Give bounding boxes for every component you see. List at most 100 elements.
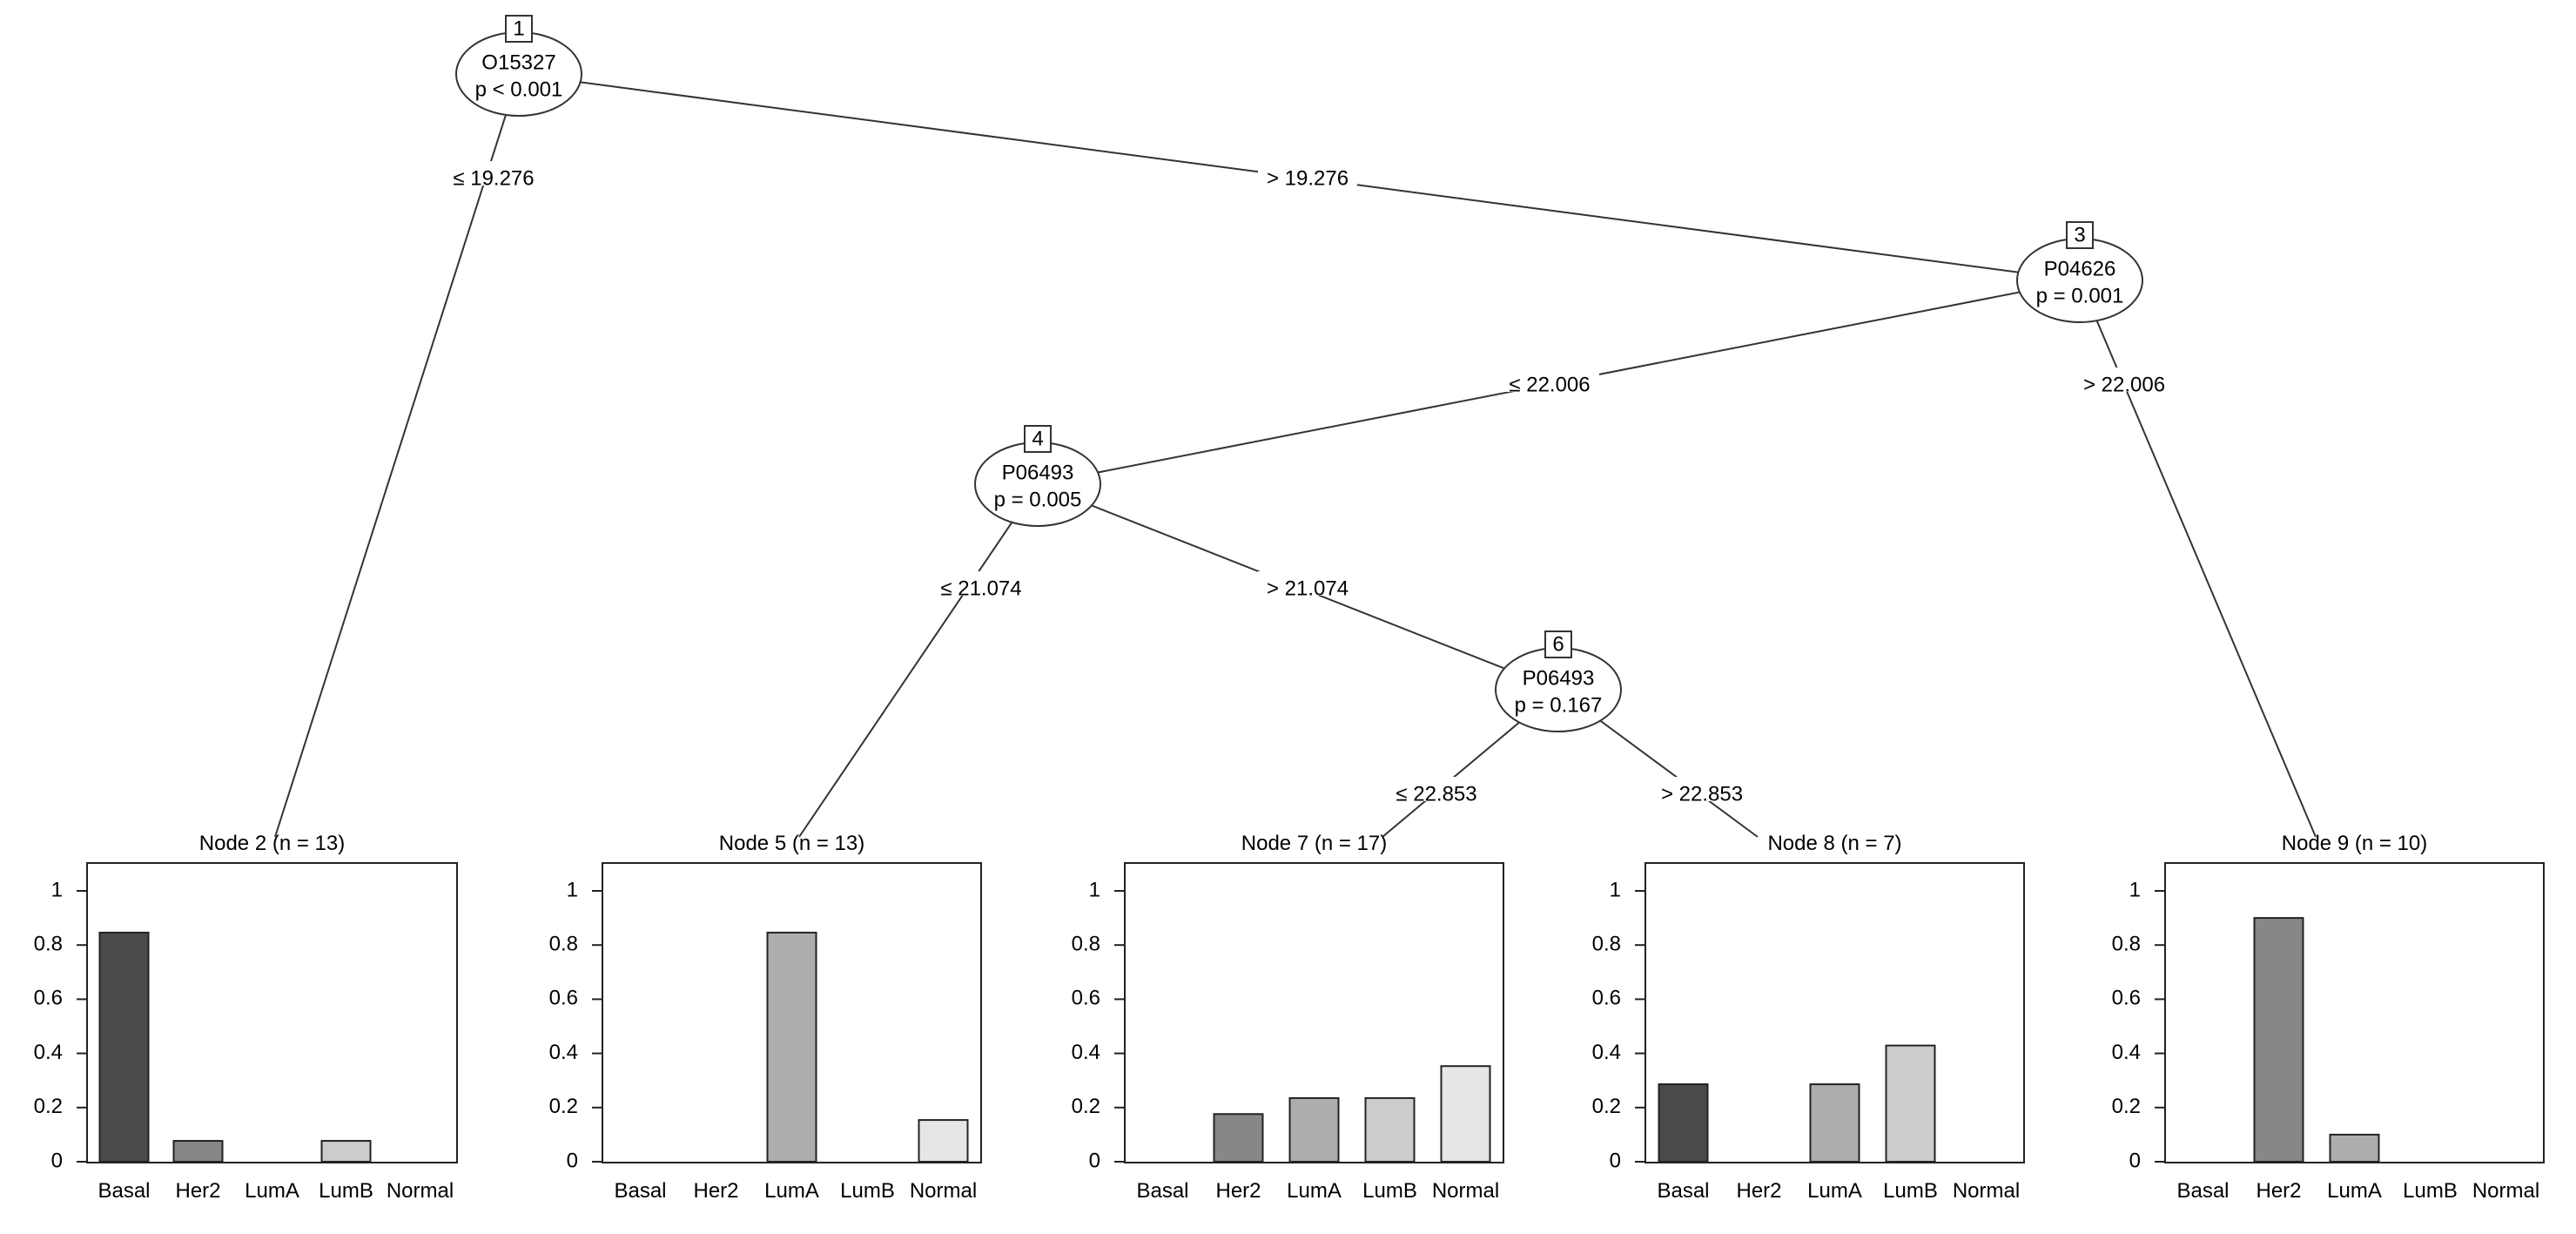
y-tick-label: 0.2 (34, 1095, 63, 1118)
edge-label-background (1258, 571, 1357, 596)
y-tick-label: 0.6 (34, 987, 63, 1010)
edge-label-background (1258, 161, 1357, 185)
y-tick-label: 0.8 (2112, 933, 2141, 956)
x-tick-label: LumA (245, 1179, 299, 1203)
plot-title: Node 5 (n = 13) (719, 832, 864, 855)
x-tick-label: LumB (840, 1179, 895, 1203)
x-tick-label: Her2 (175, 1179, 220, 1203)
y-tick-label: 0.2 (1072, 1095, 1100, 1118)
plot-title: Node 8 (n = 7) (1767, 832, 1901, 855)
edge-3-9 (2079, 280, 2317, 838)
x-tick-label: LumB (1362, 1179, 1417, 1203)
x-tick-label: LumA (2327, 1179, 2382, 1203)
plot-frame (1644, 862, 2025, 1163)
node-id: 6 (1552, 632, 1564, 656)
bar-normal (1440, 1065, 1491, 1163)
y-tick-label: 0.8 (1592, 933, 1621, 956)
y-tick-label: 0.6 (1592, 987, 1621, 1010)
y-tick-label: 1 (1610, 878, 1621, 901)
y-tick-label: 0.4 (2112, 1041, 2141, 1064)
bar-her2 (2253, 917, 2304, 1163)
x-tick-label: LumB (319, 1179, 373, 1203)
y-tick-label: 0.2 (2112, 1095, 2141, 1118)
x-tick-label: LumA (1807, 1179, 1862, 1203)
bar-her2 (1213, 1113, 1264, 1163)
edge-4-5 (798, 483, 1039, 838)
node-variable: P04626 (2044, 257, 2116, 280)
edge-label-4-6: > 21.074 (1267, 577, 1349, 600)
edge-label-3-9: > 22.006 (2083, 373, 2165, 396)
plot-title: Node 9 (n = 10) (2282, 832, 2427, 855)
x-tick-label: Normal (387, 1179, 454, 1203)
bar-luma (2329, 1133, 2380, 1163)
node-variable: P06493 (1523, 666, 1595, 690)
bar-luma (766, 931, 817, 1163)
x-tick-label: LumB (2403, 1179, 2458, 1203)
node-variable: O15327 (481, 51, 555, 74)
node-p-value: p = 0.167 (1515, 693, 1603, 717)
node-id-box (505, 15, 533, 43)
bar-luma (1809, 1083, 1860, 1163)
x-tick-label: Basal (1657, 1179, 1709, 1203)
node-id: 4 (1032, 427, 1043, 450)
y-tick-label: 1 (2129, 878, 2141, 901)
x-tick-label: Her2 (2256, 1179, 2301, 1203)
bar-normal (918, 1119, 969, 1163)
bar-lumb (320, 1140, 372, 1163)
bar-basal (98, 931, 150, 1163)
edge-label-6-8: > 22.853 (1661, 782, 1743, 806)
edge-label-1-3: > 19.276 (1267, 166, 1349, 190)
node-id-box (1544, 630, 1572, 658)
x-tick-label: Her2 (1215, 1179, 1261, 1203)
y-tick-label: 0 (567, 1149, 578, 1172)
edge-label-6-7: ≤ 22.853 (1396, 782, 1476, 806)
node-id: 1 (513, 17, 524, 40)
bar-her2 (172, 1140, 224, 1163)
x-tick-label: Basal (2176, 1179, 2229, 1203)
y-tick-label: 0.8 (1072, 933, 1100, 956)
edge-label-background (1387, 777, 1486, 801)
y-tick-label: 0.2 (1592, 1095, 1621, 1118)
edge-label-background (444, 161, 543, 185)
x-tick-label: LumA (764, 1179, 819, 1203)
node-p-value: p = 0.001 (2036, 284, 2124, 307)
node-id: 3 (2074, 223, 2085, 246)
edge-1-2 (274, 73, 520, 838)
x-tick-label: Normal (2472, 1179, 2539, 1203)
edge-label-3-4: ≤ 22.006 (1509, 373, 1590, 396)
y-tick-label: 0.6 (1072, 987, 1100, 1010)
y-tick-label: 1 (567, 878, 578, 901)
node-p-value: p < 0.001 (475, 78, 563, 101)
x-tick-label: Normal (1953, 1179, 2020, 1203)
y-tick-label: 0.6 (549, 987, 578, 1010)
y-tick-label: 0.2 (549, 1095, 578, 1118)
y-tick-label: 0.8 (34, 933, 63, 956)
y-tick-label: 0 (1089, 1149, 1100, 1172)
y-tick-label: 0 (51, 1149, 63, 1172)
y-tick-label: 0.4 (549, 1041, 578, 1064)
bar-basal (1658, 1083, 1709, 1163)
node-variable: P06493 (1002, 461, 1074, 484)
x-tick-label: Her2 (1736, 1179, 1781, 1203)
edges-layer: ≤ 19.276 > 19.276 ≤ 22.006 > 22.006 ≤ 21.074… (274, 73, 2317, 838)
x-tick-label: LumB (1883, 1179, 1938, 1203)
edge-label-1-2: ≤ 19.276 (453, 166, 534, 190)
x-tick-label: Basal (614, 1179, 666, 1203)
plot-title: Node 7 (n = 17) (1241, 832, 1387, 855)
node-p-value: p = 0.005 (994, 488, 1082, 511)
plot-frame (86, 862, 458, 1163)
y-tick-label: 1 (1089, 878, 1100, 901)
y-tick-label: 0.4 (1592, 1041, 1621, 1064)
edge-label-background (1500, 368, 1599, 392)
edge-label-4-5: ≤ 21.074 (940, 577, 1021, 600)
y-tick-label: 0.6 (2112, 987, 2141, 1010)
y-tick-label: 1 (51, 878, 63, 901)
